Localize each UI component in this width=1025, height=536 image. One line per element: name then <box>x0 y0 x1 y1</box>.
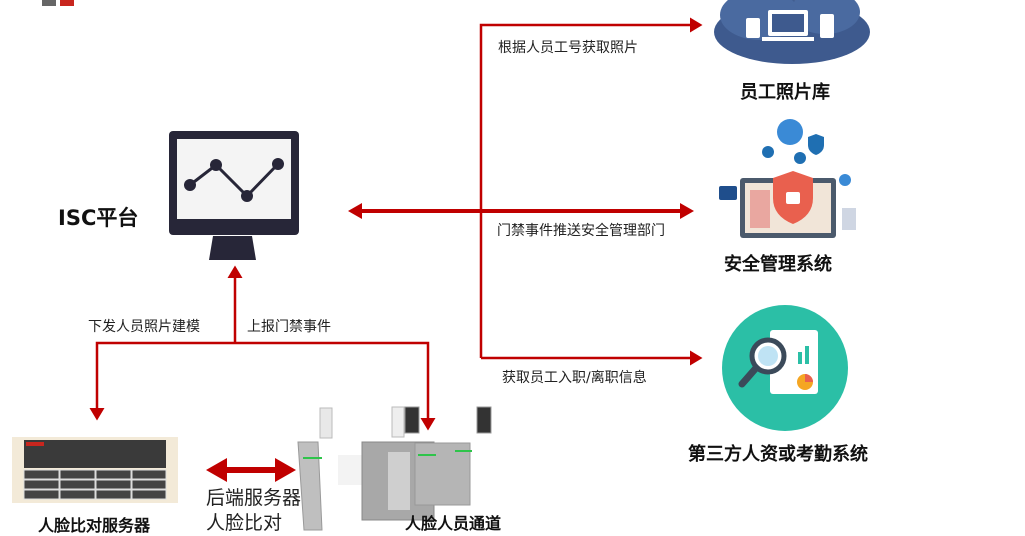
push-events-label: 门禁事件推送安全管理部门 <box>497 223 665 239</box>
report-events-label: 上报门禁事件 <box>247 319 331 335</box>
face-server-icon <box>12 437 178 503</box>
isc-platform-label: ISC平台 <box>58 206 139 230</box>
face-channel-label: 人脸人员通道 <box>405 514 502 533</box>
get-employment-label: 获取员工入职/离职信息 <box>502 370 647 386</box>
photo-library-label: 员工照片库 <box>740 82 830 103</box>
logo-square-grey <box>42 0 56 6</box>
security-system-label: 安全管理系统 <box>724 254 832 275</box>
face-gates-icon <box>297 406 492 531</box>
send-photo-label: 下发人员照片建模 <box>88 319 200 335</box>
monitor-icon <box>169 131 299 260</box>
backend-label-line2: 人脸比对 <box>206 512 283 534</box>
bottom-connectors <box>89 265 436 482</box>
right-connectors <box>348 17 703 366</box>
backend-label-line1: 后端服务器 <box>206 487 302 509</box>
security-system-icon <box>719 119 856 238</box>
hr-report-icon <box>722 305 848 431</box>
cloud-devices-icon <box>714 0 870 64</box>
logo-square-red <box>60 0 74 6</box>
get-photo-label: 根据人员工号获取照片 <box>498 40 638 56</box>
face-server-label: 人脸比对服务器 <box>38 516 151 535</box>
hr-system-label: 第三方人资或考勤系统 <box>688 444 868 465</box>
